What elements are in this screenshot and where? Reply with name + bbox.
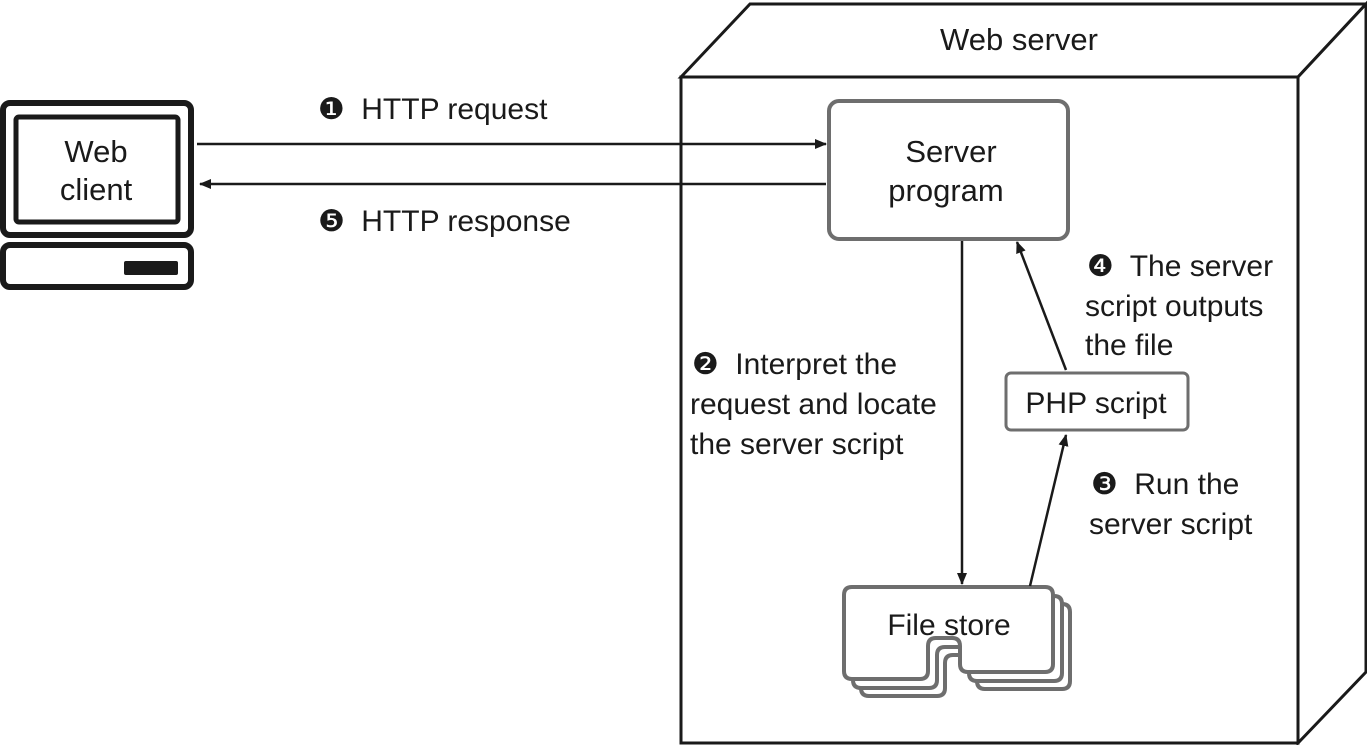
step-5-marker: ❺ [318, 205, 345, 238]
step-3-line2: server script [1089, 508, 1253, 541]
svg-text:❹ The server: ❹ The server [1087, 250, 1273, 283]
server-program-box: Server program [827, 99, 1070, 241]
server-program-rect [827, 99, 1070, 241]
arrow-run-script [1028, 434, 1069, 587]
file-store-sheet-front [842, 585, 1055, 681]
step-1-label: ❶ HTTP request [318, 93, 548, 126]
step-2-line2: request and locate [690, 388, 937, 421]
step-4-label: ❹ The server script outputs the file [1085, 250, 1273, 362]
arrow-output-file [1015, 241, 1068, 371]
php-script-label: PHP script [1025, 387, 1167, 420]
step-3-label: ❸ Run the server script [1089, 468, 1253, 541]
step-4-marker: ❹ [1087, 250, 1114, 283]
step-2-line3: the server script [690, 428, 904, 461]
file-store-stack: File store [842, 585, 1072, 698]
step-3-line1: Run the [1134, 468, 1239, 501]
computer-base [0, 242, 194, 290]
php-script-rect [1004, 371, 1190, 432]
step-2-marker: ❷ [692, 348, 719, 381]
web-client-label-line2: client [60, 172, 133, 207]
svg-text:❶ HTTP request: ❶ HTTP request [318, 93, 548, 126]
step-5-label: ❺ HTTP response [318, 205, 571, 238]
server-program-label-line2: program [888, 173, 1003, 208]
svg-text:❺ HTTP response: ❺ HTTP response [318, 205, 571, 238]
server-program-label-line1: Server [905, 134, 996, 169]
disk-drive-slot [124, 261, 178, 275]
web-client-label-line1: Web [64, 134, 127, 169]
file-store-label: File store [887, 609, 1010, 642]
step-2-line1: Interpret the [735, 348, 897, 381]
step-1-text: HTTP request [361, 93, 548, 126]
step-5-text: HTTP response [361, 205, 571, 238]
php-script-box: PHP script [1004, 371, 1190, 432]
monitor-screen [13, 114, 181, 225]
svg-text:❸ Run the: ❸ Run the [1091, 468, 1239, 501]
step-1-marker: ❶ [318, 93, 345, 126]
step-4-line3: the file [1085, 329, 1173, 362]
svg-text:❷ Interpret the: ❷ Interpret the [692, 348, 897, 381]
step-3-marker: ❸ [1091, 468, 1118, 501]
step-2-label: ❷ Interpret the request and locate the s… [690, 348, 937, 461]
web-server-side-face [1296, 0, 1367, 745]
web-client-computer: Web client [0, 100, 194, 290]
step-4-line2: script outputs [1085, 290, 1263, 323]
step-4-line1: The server [1130, 250, 1273, 283]
web-server-title: Web server [940, 22, 1098, 57]
